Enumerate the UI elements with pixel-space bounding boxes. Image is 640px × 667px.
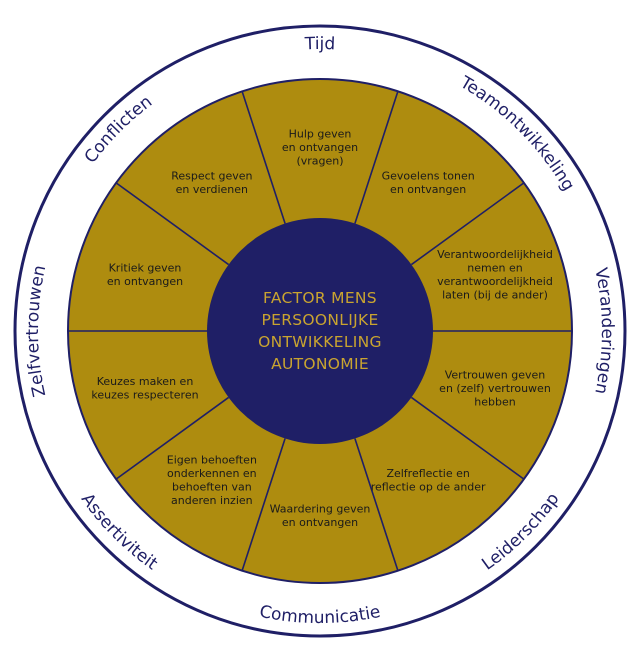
segment-label-line: (vragen) <box>296 155 343 168</box>
segment-divider <box>241 438 286 571</box>
segment-label-line: nemen en <box>467 261 522 274</box>
segment-label-line: en verdienen <box>176 183 248 196</box>
segment-divider <box>115 396 230 480</box>
segment-label-line: verantwoordelijkheid <box>437 275 553 288</box>
segment-label-line: Zelfreflectie en <box>386 467 469 480</box>
ring-label: Tijd <box>303 34 335 54</box>
segment-dividers <box>68 91 572 571</box>
segment-divider <box>354 91 399 224</box>
segment-label-line: Gevoelens tonen <box>382 169 475 182</box>
segment-label-line: keuzes respecteren <box>91 389 198 402</box>
segment-label-line: Keuzes maken en <box>97 375 194 388</box>
center-text-line: FACTOR MENS <box>263 289 377 307</box>
segment-label-line: onderkennen en <box>167 467 257 480</box>
segment-label-line: laten (bij de ander) <box>442 288 548 301</box>
segment-label-line: reflectie op de ander <box>371 481 486 494</box>
segment-label-line: Hulp geven <box>289 128 352 141</box>
center-circle <box>207 218 433 444</box>
segment-label-line: en ontvangen <box>282 141 358 154</box>
center-text-line: PERSOONLIJKE <box>261 311 378 329</box>
segment-label-line: anderen inzien <box>171 494 253 507</box>
segment-divider <box>354 438 399 571</box>
segment-label-line: Respect geven <box>171 169 252 182</box>
segment-label-line: Kritiek geven <box>109 261 182 274</box>
segment-label-line: en (zelf) vertrouwen <box>439 382 551 395</box>
segment-label-line: en ontvangen <box>282 516 358 529</box>
center-text-line: AUTONOMIE <box>271 355 369 373</box>
segment-label-line: Eigen behoeften <box>167 454 257 467</box>
segment-label-line: behoeften van <box>172 481 252 494</box>
segment-divider <box>241 91 286 224</box>
segment-divider <box>410 396 525 480</box>
segment-label-line: hebben <box>474 395 515 408</box>
segment-label-line: Waardering geven <box>270 502 371 515</box>
segment-divider <box>410 182 525 266</box>
segment-label-line: Vertrouwen geven <box>445 368 546 381</box>
segment-label-line: en ontvangen <box>390 183 466 196</box>
segment-divider <box>115 182 230 266</box>
center-text: FACTOR MENS PERSOONLIJKE ONTWIKKELING AUTON… <box>258 289 382 373</box>
center-text-line: ONTWIKKELING <box>258 333 382 351</box>
segment-label-line: en ontvangen <box>107 275 183 288</box>
segment-label-line: Verantwoordelijkheid <box>437 248 553 261</box>
